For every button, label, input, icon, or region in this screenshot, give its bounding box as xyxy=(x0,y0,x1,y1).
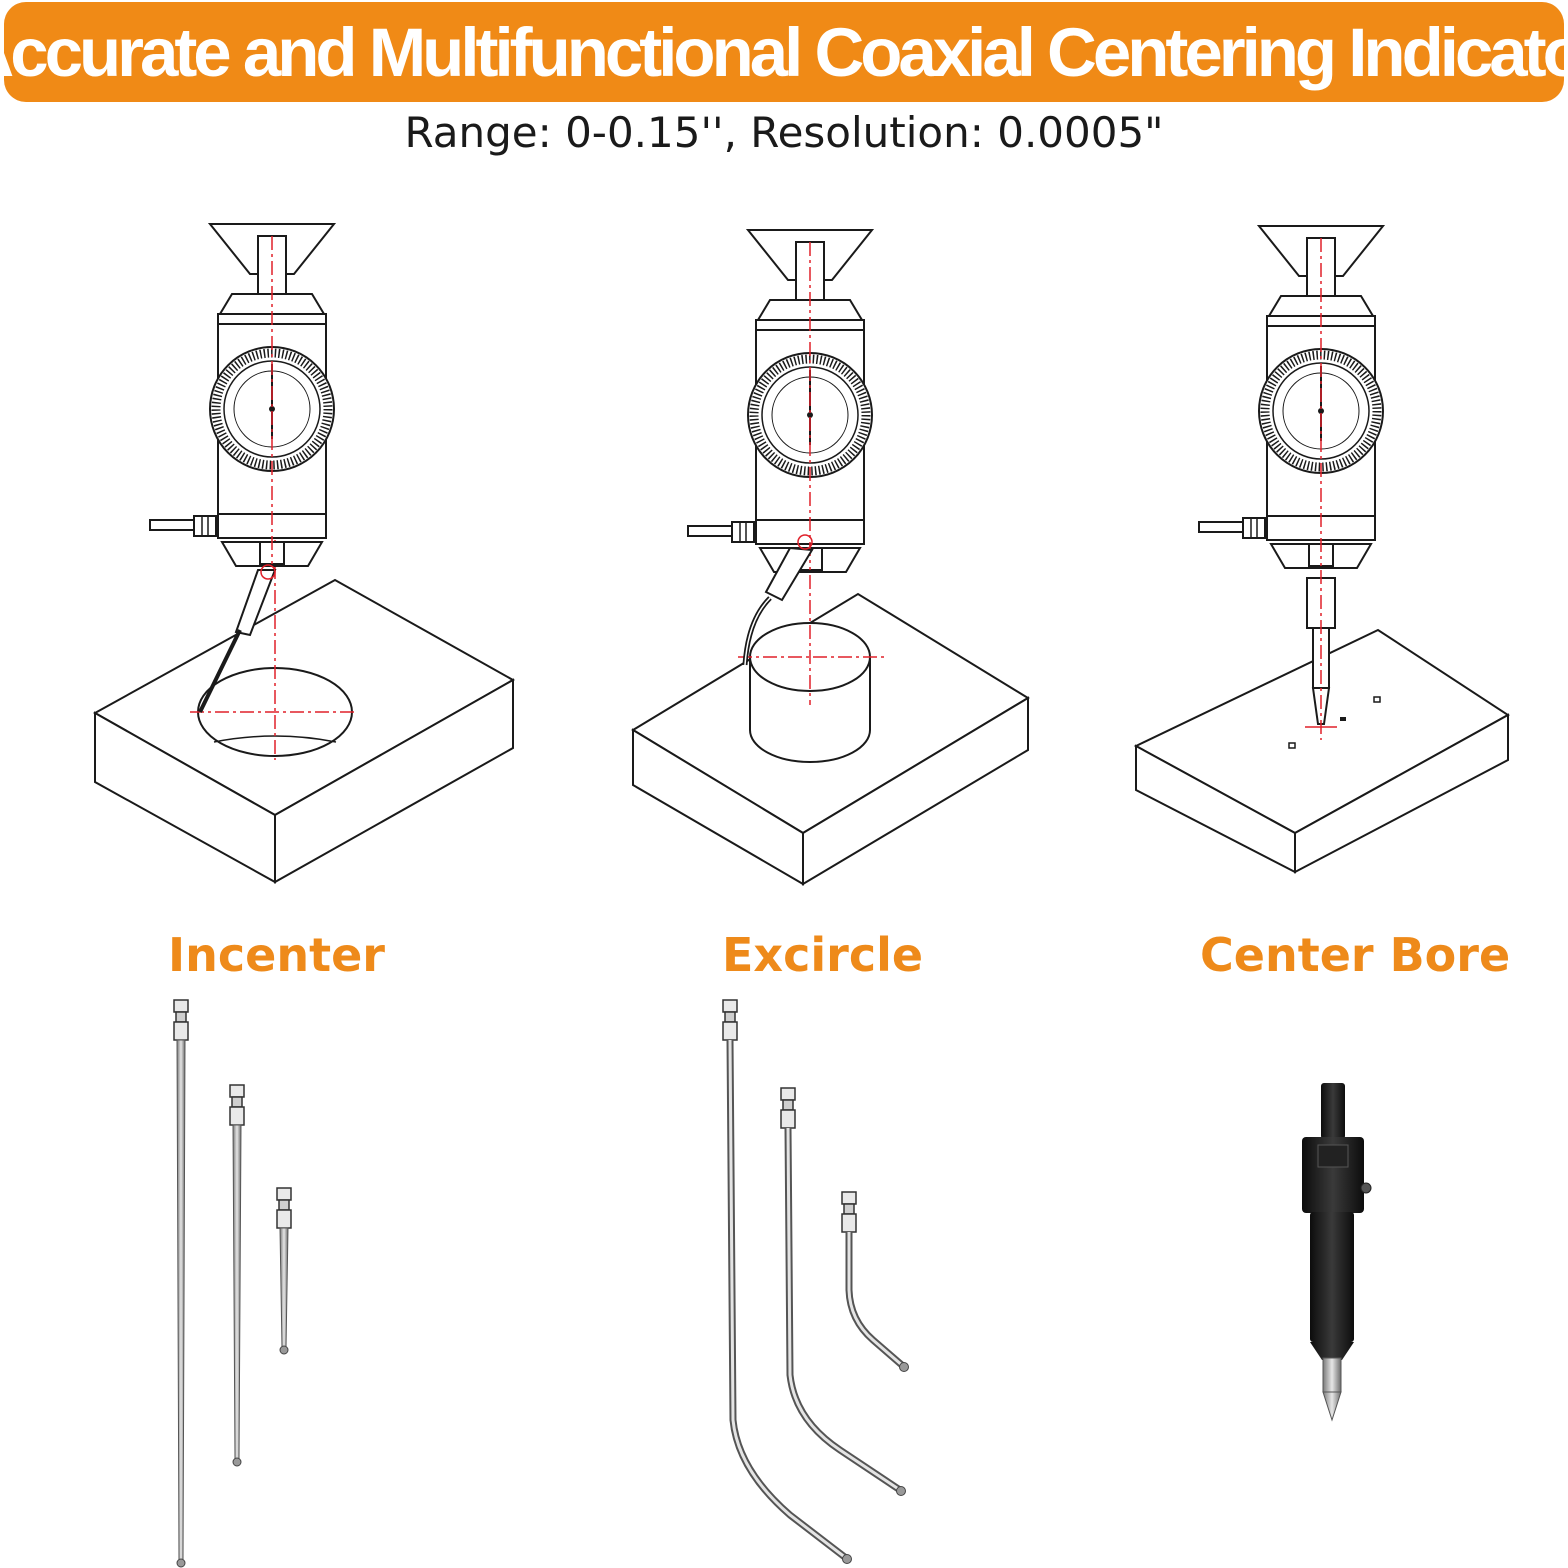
stylus-short xyxy=(276,1187,292,1355)
title-banner: Accurate and Multifunctional Coaxial Cen… xyxy=(0,2,1568,102)
stylus-long xyxy=(173,999,189,1568)
banner-title: Accurate and Multifunctional Coaxial Cen… xyxy=(0,13,1568,91)
bent-stylus-short xyxy=(841,1191,909,1372)
mode-label-excircle: Excircle xyxy=(722,928,924,982)
incenter-styli-photo xyxy=(173,999,292,1568)
bent-stylus-medium xyxy=(780,1087,906,1496)
excircle-diagram xyxy=(631,230,1030,886)
center-bore-probe-photo xyxy=(1302,1083,1372,1422)
stylus-medium xyxy=(229,1084,245,1467)
specs-subtitle: Range: 0-0.15'', Resolution: 0.0005" xyxy=(404,108,1164,157)
excircle-styli-photo xyxy=(722,999,909,1564)
bent-stylus-long xyxy=(722,999,852,1564)
center-bore-diagram xyxy=(1133,226,1510,874)
mode-label-center-bore: Center Bore xyxy=(1200,928,1511,982)
mode-label-incenter: Incenter xyxy=(168,928,385,982)
incenter-diagram xyxy=(92,224,516,884)
